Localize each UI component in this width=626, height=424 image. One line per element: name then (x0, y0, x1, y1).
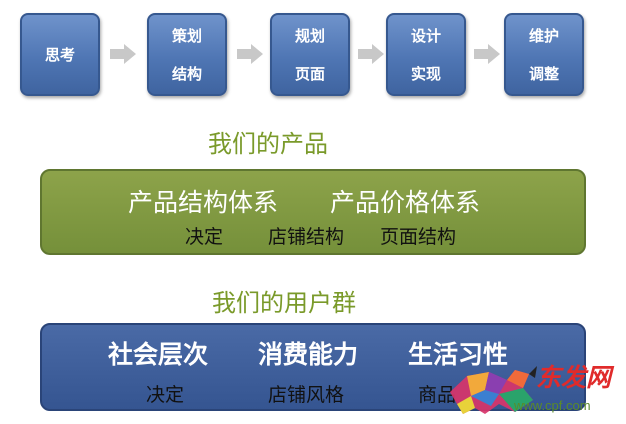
user-main-item: 生活习性 (408, 340, 509, 369)
step-think: 思考 (20, 13, 100, 96)
step-label-line2: 页面 (294, 64, 325, 83)
arrow-right-icon (474, 44, 500, 64)
product-main-item: 产品结构体系 (128, 188, 279, 217)
step-label-line2: 结构 (171, 64, 202, 83)
arrow-right-icon (237, 44, 263, 64)
step-plan-pages: 规划 页面 (270, 13, 350, 96)
arrow-right-icon (110, 44, 136, 64)
products-section-title: 我们的产品 (208, 130, 328, 158)
step-label-line2: 实现 (410, 64, 441, 83)
step-label-line1: 设计 (410, 26, 441, 45)
step-maintain-adjust: 维护 调整 (504, 13, 584, 96)
user-sub-item: 决定 (146, 384, 185, 406)
step-label-line1: 规划 (294, 26, 325, 45)
users-section-title: 我们的用户群 (212, 289, 356, 317)
user-main-item: 社会层次 (108, 340, 209, 369)
user-main-item: 消费能力 (258, 340, 359, 369)
product-sub-item: 店铺结构 (268, 226, 345, 248)
user-sub-item: 店铺风格 (268, 384, 345, 406)
step-label: 思考 (44, 45, 75, 64)
arrow-right-icon (358, 44, 384, 64)
product-sub-item: 决定 (185, 226, 224, 248)
products-band: 产品结构体系 产品价格体系 决定 店铺结构 页面结构 (40, 169, 586, 255)
step-label-line2: 调整 (528, 64, 559, 83)
product-main-item: 产品价格体系 (330, 188, 481, 217)
watermark-logo-text: 东发网 (536, 363, 612, 392)
step-design-implement: 设计 实现 (386, 13, 466, 96)
step-label-line1: 维护 (528, 26, 559, 45)
product-sub-item: 页面结构 (380, 226, 457, 248)
users-band: 社会层次 消费能力 生活习性 决定 店铺风格 商品 (40, 323, 586, 411)
watermark-url: www.cpf.com (514, 398, 591, 413)
bull-logo-icon (450, 366, 537, 414)
step-plan-structure: 策划 结构 (147, 13, 227, 96)
step-label-line1: 策划 (171, 26, 202, 45)
user-sub-item: 商品 (418, 384, 457, 406)
